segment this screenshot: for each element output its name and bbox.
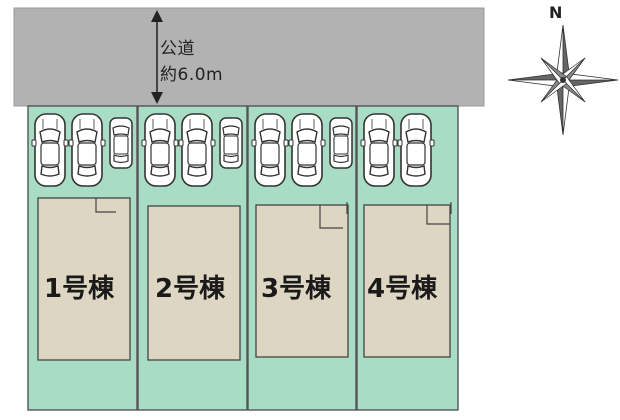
small-car-icon (109, 117, 133, 169)
lot-2 (137, 105, 248, 411)
building-3 (255, 204, 349, 358)
north-label: N (549, 3, 563, 22)
car-icon (360, 113, 398, 187)
lot-3 (247, 105, 357, 411)
lot-4 (356, 105, 459, 411)
compass-rose-icon (507, 24, 619, 136)
car-icon (251, 113, 289, 187)
road-surface (13, 7, 485, 107)
building-1 (37, 197, 131, 361)
building-label-3: 3号棟 (261, 274, 332, 304)
building-3-entrance (319, 205, 343, 229)
building-4-entrance (426, 205, 450, 225)
public-road (13, 7, 485, 107)
road-label: 公道 (160, 39, 195, 59)
small-car-icon (219, 117, 243, 169)
lots-layer (27, 105, 459, 411)
car-icon (178, 113, 216, 187)
building-label-2: 2号棟 (155, 274, 226, 304)
building-label-1: 1号棟 (44, 274, 115, 304)
building-label-4: 4号棟 (367, 274, 438, 304)
compass-center (560, 77, 566, 83)
car-icon (288, 113, 326, 187)
building-4 (363, 204, 451, 358)
building-1-entrance (95, 198, 116, 213)
road-width-label: 約6.0m (160, 65, 224, 85)
building-2 (147, 205, 241, 361)
lot-1 (27, 105, 138, 411)
car-icon (397, 113, 435, 187)
road-width-arrowhead-bottom (151, 92, 163, 104)
car-icon (31, 113, 69, 187)
small-car-icon (329, 117, 353, 169)
road-width-arrowhead-top (151, 10, 163, 22)
car-icon (68, 113, 106, 187)
car-icon (141, 113, 179, 187)
